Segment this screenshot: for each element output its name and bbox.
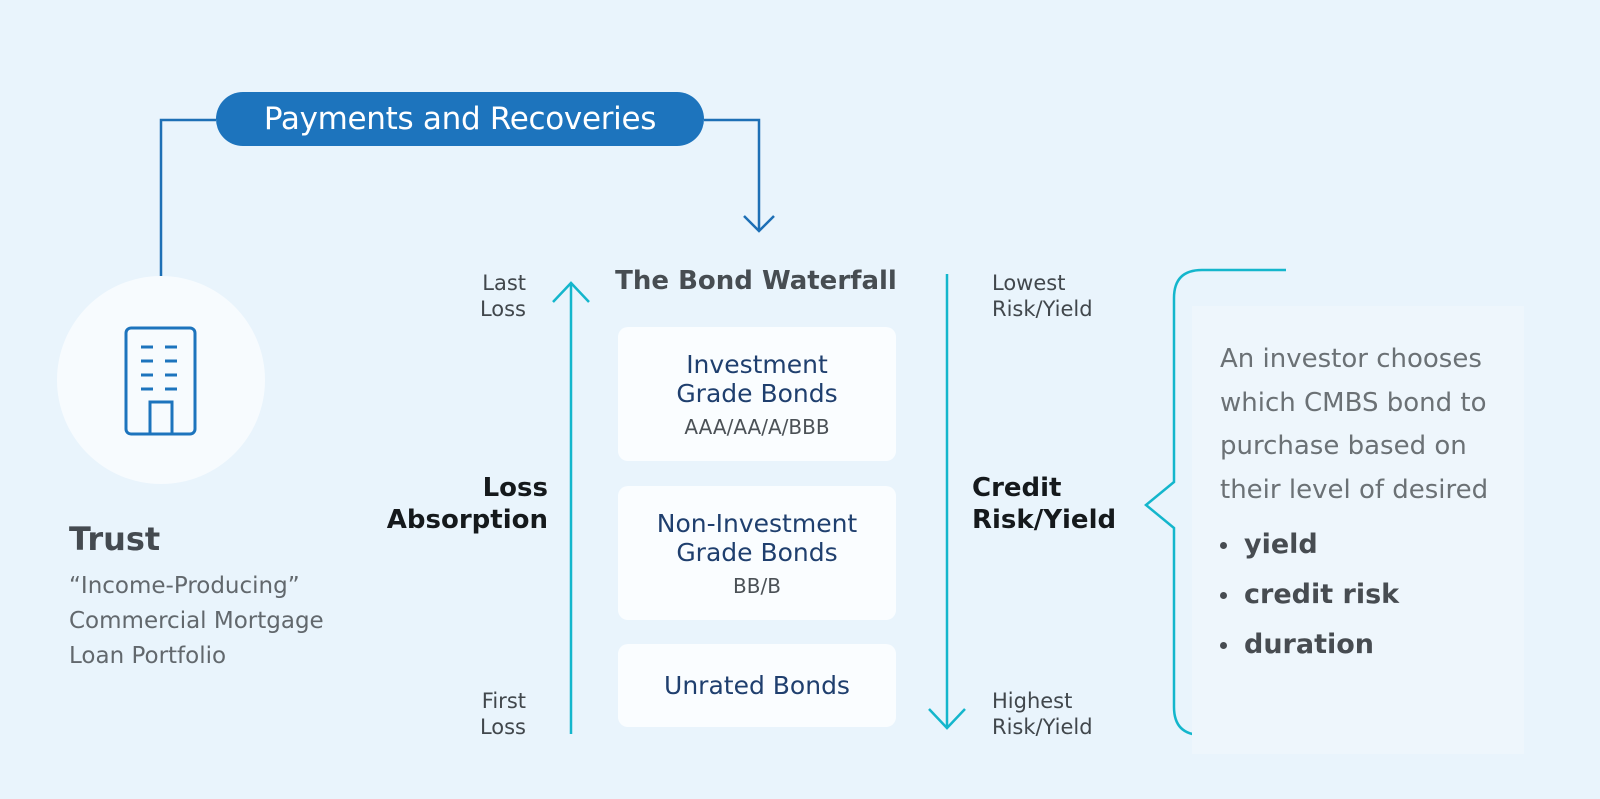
bond-rating: AAA/AA/A/BBB [684,414,830,439]
trust-icon-circle [57,276,265,484]
payments-recoveries-pill: Payments and Recoveries [216,92,704,146]
trust-description: “Income-Producing” Commercial Mortgage L… [69,573,324,669]
first-loss-label: First Loss [479,689,526,739]
investment-grade-box: Investment Grade Bonds AAA/AA/A/BBB [618,327,896,461]
bond-rating: BB/B [733,573,781,598]
bullet-item: yield [1220,520,1399,570]
bullet-item: credit risk [1220,570,1399,620]
building-icon [124,326,197,436]
bullet-dot [1220,591,1227,599]
unrated-box: Unrated Bonds [618,644,896,727]
investor-text: An investor chooses which CMBS bond to p… [1220,344,1489,505]
bullet-item: duration [1220,620,1399,670]
down-arrowhead [743,215,775,233]
trust-title: Trust [69,520,161,558]
bullet-dot [1220,541,1227,549]
up-arrowhead [552,281,590,303]
waterfall-title: The Bond Waterfall [615,266,897,296]
bullet-label: duration [1244,629,1375,660]
curly-brace [1144,268,1286,737]
trust-connector-line [159,118,216,276]
bullet-dot [1220,641,1227,649]
last-loss-label: Last Loss [479,271,526,321]
bullet-label: yield [1244,529,1318,560]
bond-name: Non-Investment Grade Bonds [656,508,858,567]
loss-absorption-label: Loss Absorption [386,473,548,535]
risk-down-arrowhead [928,708,966,730]
investor-bullets: yield credit risk duration [1220,520,1399,670]
non-investment-grade-box: Non-Investment Grade Bonds BB/B [618,486,896,620]
highest-risk-label: Highest Risk/Yield [992,689,1093,739]
investor-panel [1192,306,1524,754]
bond-name: Unrated Bonds [664,671,850,700]
bullet-label: credit risk [1244,579,1400,610]
payments-recoveries-label: Payments and Recoveries [263,101,657,137]
credit-risk-label: Credit Risk/Yield [972,473,1117,535]
lowest-risk-label: Lowest Risk/Yield [992,271,1093,321]
waterfall-connector-line [704,118,761,230]
bond-name: Investment Grade Bonds [676,349,838,408]
